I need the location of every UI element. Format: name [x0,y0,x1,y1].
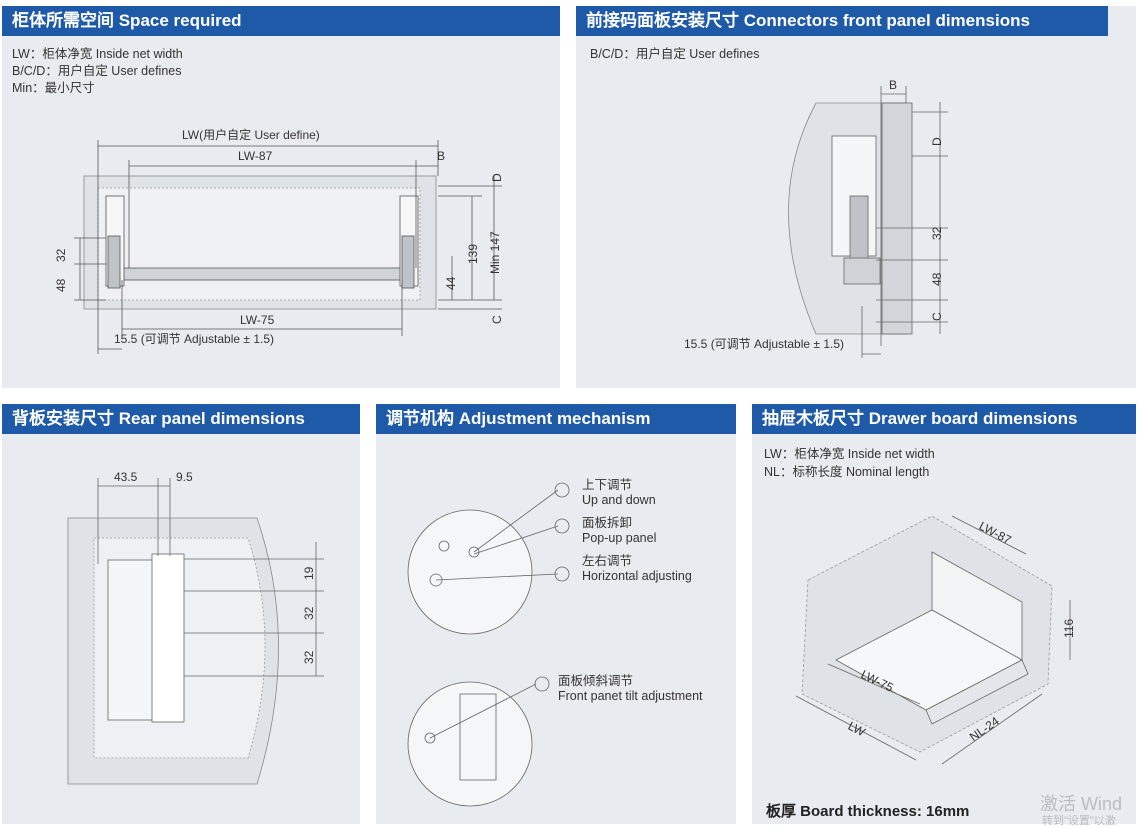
watermark-line1: 激活 Wind [1040,794,1123,814]
dim-min147: Min 147 [488,231,502,274]
note-bcd: B/C/D：用户自定 User defines [12,64,182,78]
dim-lw-user: LW(用户自定 User define) [182,128,320,142]
dim-c: C [490,315,504,324]
panel-connectors: 前接码面板安装尺寸 Connectors front panel dimensi… [576,6,1136,388]
adjust-popup-en: Pop-up panel [582,531,657,545]
rear-dim-43-5: 43.5 [114,470,138,484]
rear-dim-9-5: 9.5 [176,470,193,484]
adjust-up-down-en: Up and down [582,493,656,507]
conn-dim-adjust: 15.5 (可调节 Adjustable ± 1.5) [684,337,844,351]
dim-adjust: 15.5 (可调节 Adjustable ± 1.5) [114,332,274,346]
dim-lw87: LW-87 [238,149,273,163]
adjust-horizontal-cn: 左右调节 [582,554,633,568]
panel-rear: 背板安装尺寸 Rear panel dimensions 43.5 9.5 19… [2,404,360,824]
dim-139: 139 [466,243,480,264]
adjust-tilt-en: Front panet tilt adjustment [558,689,703,703]
adjust-popup-cn: 面板拆卸 [582,516,633,530]
panel-space-required: 柜体所需空间 Space required LW：柜体净宽 Inside net… [2,6,560,388]
space-required-drawing [74,140,502,354]
dim-lw75: LW-75 [240,313,275,327]
connectors-drawing [788,86,948,358]
rear-dim-32b: 32 [302,650,316,664]
panel-drawer-board: 抽屉木板尺寸 Drawer board dimensions LW：柜体净宽 I… [752,404,1136,827]
rear-title: 背板安装尺寸 Rear panel dimensions [2,404,360,434]
board-thickness: 板厚 Board thickness: 16mm [766,803,970,820]
dim-44: 44 [444,276,458,290]
adjust-tilt-cn: 面板倾斜调节 [558,674,634,688]
panel-adjustment: 调节机构 Adjustment mechanism 上下调节 Up and do… [376,404,736,824]
watermark-line2: 转到"设置"以激 [1042,815,1116,827]
adjust-horizontal-en: Horizontal adjusting [582,569,692,583]
adjustment-drawing [407,482,570,807]
connectors-title: 前接码面板安装尺寸 Connectors front panel dimensi… [576,6,1108,36]
conn-dim-d: D [930,137,944,146]
conn-dim-48: 48 [930,272,944,286]
rear-dim-32a: 32 [302,606,316,620]
space-required-title: 柜体所需空间 Space required [2,6,560,36]
rear-dim-19: 19 [302,566,316,580]
conn-dim-c: C [930,312,944,321]
drawer-note-nl: NL：标称长度 Nominal length [764,465,930,479]
dim-32: 32 [54,248,68,262]
drawer-note-lw: LW：柜体净宽 Inside net width [764,447,935,461]
drawer-drawing [795,515,1071,765]
connectors-note: B/C/D：用户自定 User defines [590,47,760,61]
drawer-board-title: 抽屉木板尺寸 Drawer board dimensions [752,404,1136,434]
note-lw: LW：柜体净宽 Inside net width [12,47,183,61]
conn-dim-b: B [889,78,898,92]
dim-d: D [490,173,504,182]
adjust-up-down-cn: 上下调节 [582,478,633,492]
dim-b: B [437,149,446,163]
conn-dim-32: 32 [930,226,944,240]
drawer-dim-116: 116 [1062,618,1076,638]
adjustment-title: 调节机构 Adjustment mechanism [376,404,736,434]
dim-48: 48 [54,278,68,292]
note-min: Min：最小尺寸 [12,81,95,95]
rear-drawing [67,478,324,785]
